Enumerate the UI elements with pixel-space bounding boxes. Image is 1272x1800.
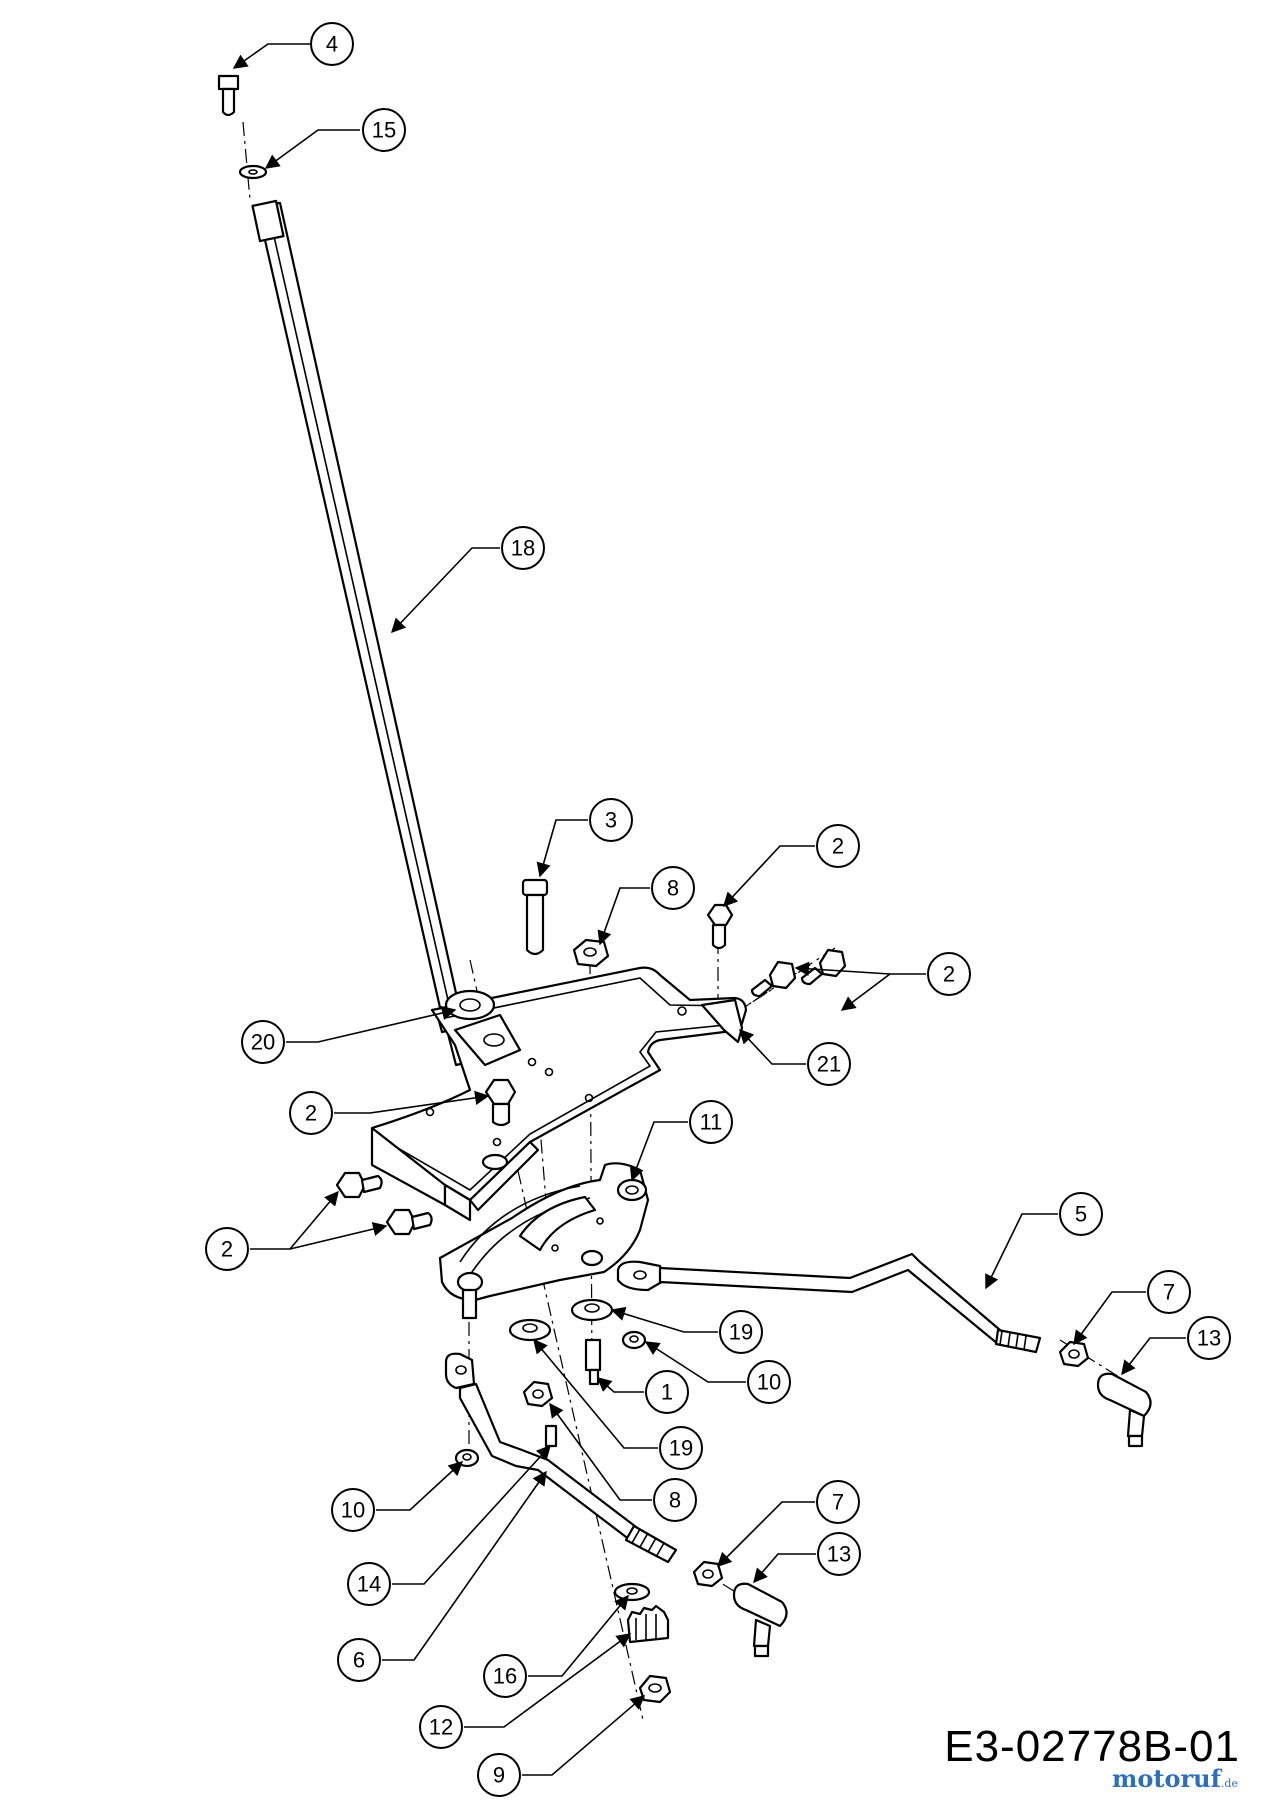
callout-5: 5 — [1059, 1192, 1103, 1236]
callout-13-right: 13 — [1187, 1316, 1231, 1360]
nut-part-8-upper — [572, 938, 610, 968]
assembly-axes — [242, 121, 1141, 1721]
callout-label: 6 — [353, 1648, 365, 1673]
callout-20: 20 — [241, 1020, 285, 1064]
callout-label: 2 — [832, 834, 844, 859]
callout-10-left: 10 — [331, 1488, 375, 1532]
callout-label: 12 — [429, 1715, 453, 1740]
callout-label: 14 — [357, 1572, 381, 1597]
callout-label: 16 — [493, 1664, 517, 1689]
shoulder-bolt-part-1 — [584, 1338, 602, 1386]
callout-2-mid: 2 — [289, 1091, 333, 1135]
watermark-brand: motoruf — [1112, 1764, 1221, 1793]
ball-joint-part-13-lower — [732, 1582, 788, 1658]
callout-8-upper: 8 — [651, 866, 695, 910]
callout-label: 4 — [326, 32, 338, 57]
callout-2-right: 2 — [927, 952, 971, 996]
callout-19-right: 19 — [719, 1310, 763, 1354]
callout-label: 10 — [341, 1498, 365, 1523]
bolt-part-2-upper-a — [706, 903, 734, 950]
callout-16: 16 — [483, 1654, 527, 1698]
callout-label: 2 — [943, 962, 955, 987]
callout-3: 3 — [589, 798, 633, 842]
washer-part-19-left — [508, 1318, 552, 1342]
callout-label: 13 — [1197, 1326, 1221, 1351]
pin-part-14 — [544, 1424, 558, 1448]
callout-label: 2 — [305, 1101, 317, 1126]
drawing-code: E3-02778B-01 — [944, 1722, 1240, 1771]
callout-7-right: 7 — [1147, 1270, 1191, 1314]
steering-bracket-part-20 — [370, 966, 748, 1222]
callout-label: 21 — [817, 1052, 841, 1077]
nut-part-9 — [638, 1674, 672, 1704]
jam-nut-part-7-lower — [692, 1560, 724, 1588]
bolt-part-2-lower-b — [385, 1208, 433, 1236]
callout-7-lower: 7 — [816, 1480, 860, 1524]
callout-label: 8 — [667, 876, 679, 901]
callout-label: 7 — [832, 1490, 844, 1515]
bolt-part-3 — [521, 878, 549, 956]
callout-11: 11 — [689, 1100, 733, 1144]
nut-part-10-right — [621, 1330, 647, 1350]
bolt-part-2-lower-a — [335, 1171, 383, 1199]
bolt-part-4 — [217, 74, 240, 117]
drag-link-part-6 — [444, 1352, 678, 1564]
callout-12: 12 — [419, 1705, 463, 1749]
callout-label: 5 — [1075, 1202, 1087, 1227]
callout-label: 20 — [251, 1030, 275, 1055]
pinion-gear-part-12 — [626, 1604, 670, 1644]
bolt-part-2-mid — [484, 1078, 517, 1127]
steering-shaft-part-18 — [251, 199, 480, 1067]
callout-19-left: 19 — [659, 1426, 703, 1470]
callout-label: 11 — [700, 1110, 723, 1135]
callout-label: 2 — [221, 1237, 233, 1262]
callout-6: 6 — [337, 1638, 381, 1682]
jam-nut-part-7-right — [1058, 1340, 1090, 1368]
callout-18: 18 — [501, 526, 545, 570]
callout-14: 14 — [347, 1562, 391, 1606]
callout-13-lower: 13 — [817, 1532, 861, 1576]
sector-gear-part-11 — [438, 1162, 650, 1320]
washer-part-16 — [613, 1582, 651, 1602]
callout-label: 8 — [669, 1488, 681, 1513]
callout-label: 9 — [493, 1763, 505, 1788]
watermark-suffix: .de — [1220, 1777, 1238, 1790]
callout-9: 9 — [477, 1753, 521, 1797]
ball-joint-part-13-right — [1096, 1372, 1152, 1448]
callout-10-right: 10 — [747, 1360, 791, 1404]
callout-15: 15 — [362, 108, 406, 152]
callout-label: 3 — [605, 808, 617, 833]
callout-label: 7 — [1163, 1280, 1175, 1305]
callout-2-lower: 2 — [205, 1227, 249, 1271]
callout-label: 15 — [372, 118, 396, 143]
watermark-logo: motoruf.de — [1112, 1764, 1238, 1793]
callout-8-lower: 8 — [653, 1478, 697, 1522]
washer-part-15 — [238, 164, 268, 180]
callout-label: 1 — [661, 1380, 673, 1405]
leader-lines — [232, 43, 1186, 1776]
callout-label: 19 — [669, 1436, 693, 1461]
nut-part-8-lower — [522, 1380, 554, 1408]
callout-1: 1 — [645, 1370, 689, 1414]
callout-label: 13 — [827, 1542, 851, 1567]
callout-label: 18 — [511, 536, 535, 561]
callout-label: 10 — [757, 1370, 781, 1395]
callout-label: 19 — [729, 1320, 753, 1345]
washer-part-19-right — [570, 1298, 614, 1322]
callout-4: 4 — [310, 22, 354, 66]
drag-link-part-5 — [616, 1252, 1042, 1354]
callout-21: 21 — [807, 1042, 851, 1086]
callout-2-upper: 2 — [816, 824, 860, 868]
bolt-part-2-upper-b — [750, 960, 797, 998]
